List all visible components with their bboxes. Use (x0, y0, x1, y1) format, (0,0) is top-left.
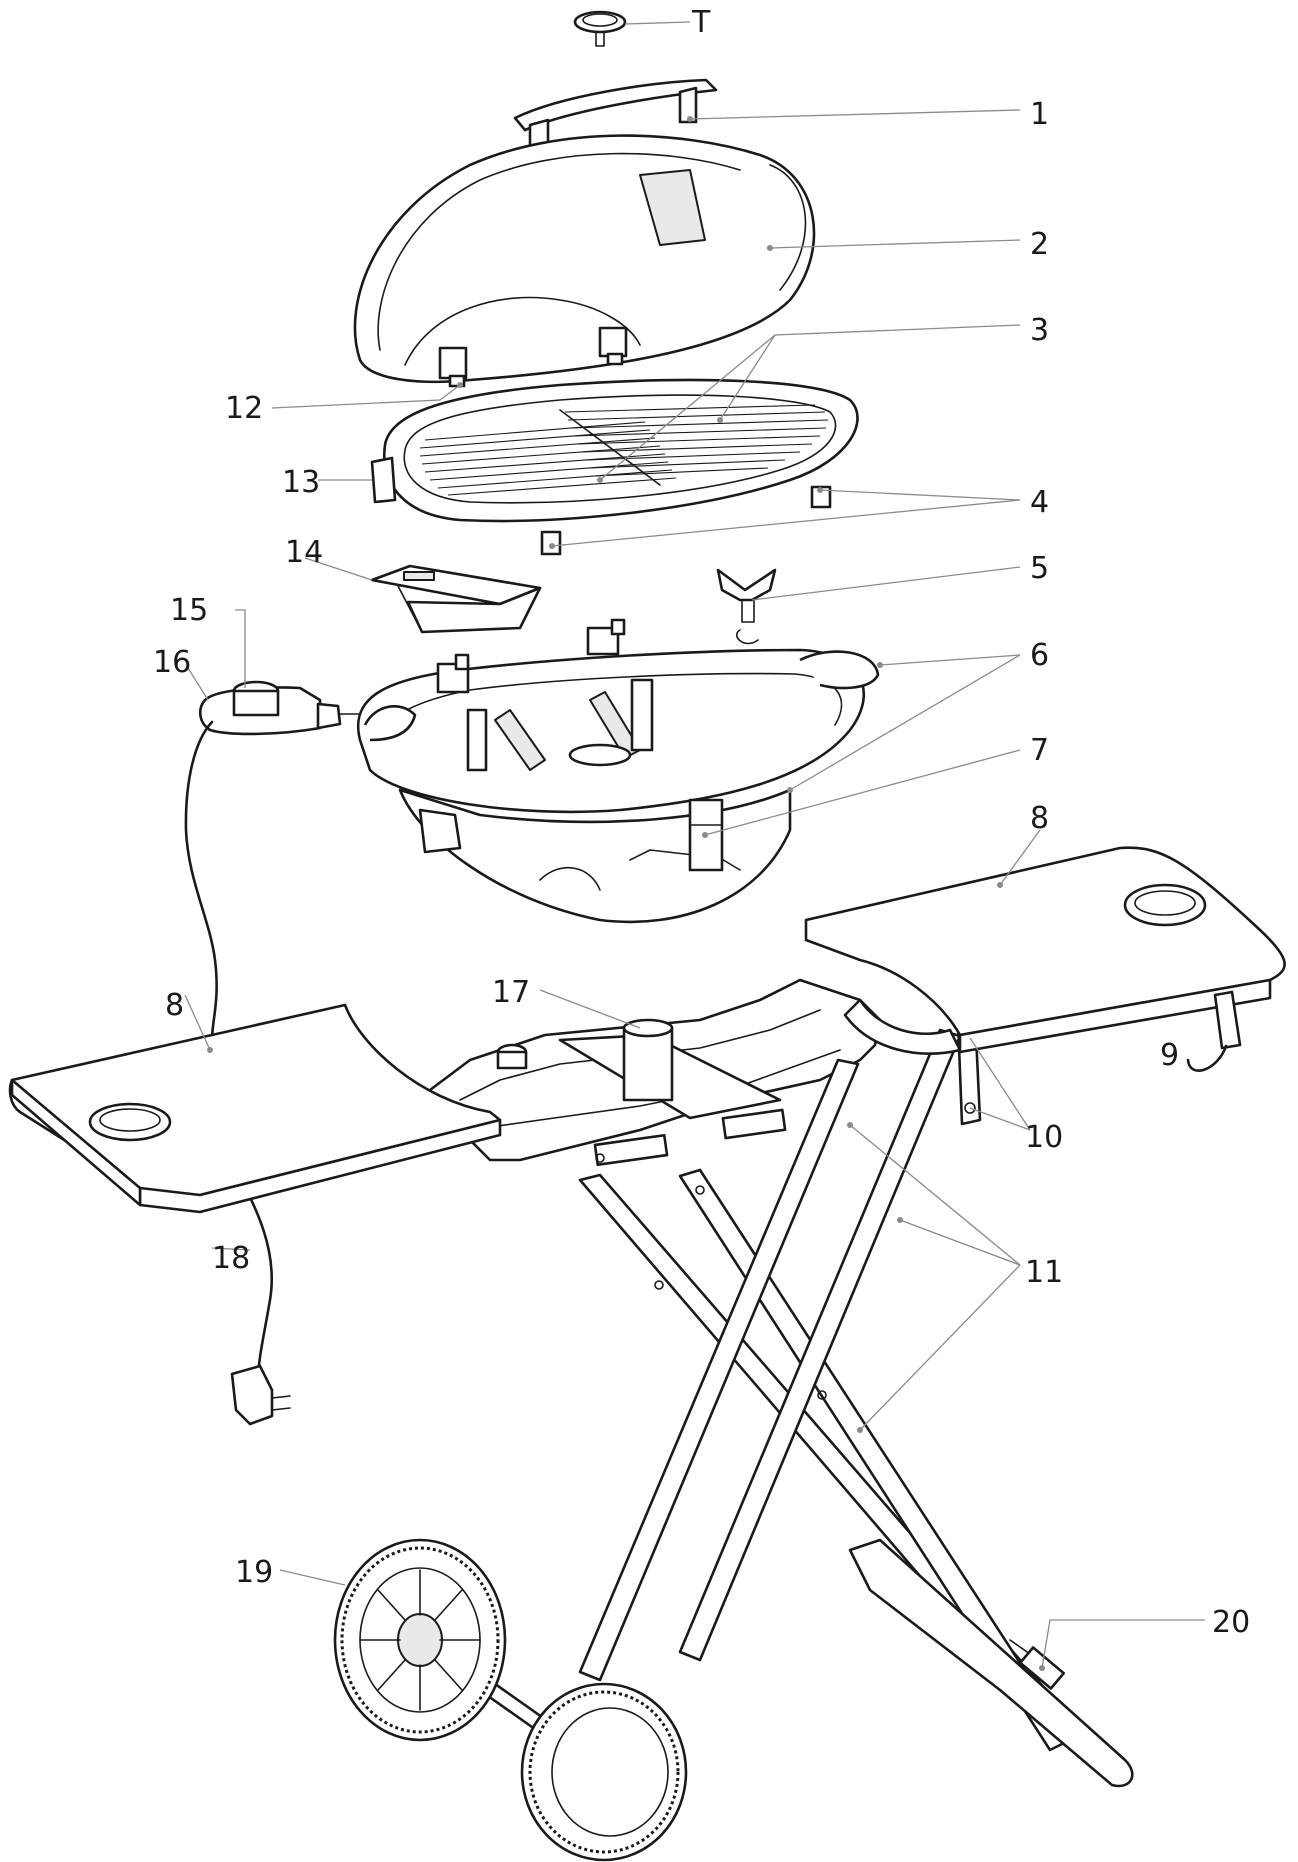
callout-20: 20 (1212, 1605, 1250, 1640)
callout-12: 12 (225, 391, 263, 426)
wing-nut-part (716, 568, 777, 645)
grease-tray-part (370, 564, 542, 634)
callout-18: 18 (212, 1241, 250, 1276)
callout-4: 4 (1030, 485, 1049, 520)
callout-8-left: 8 (165, 988, 184, 1023)
callout-labels: T 1 2 3 4 5 6 7 8 8 9 10 11 12 13 14 15 … (153, 5, 1250, 1640)
callout-11: 11 (1025, 1255, 1063, 1290)
callout-19: 19 (235, 1555, 273, 1590)
callout-9: 9 (1160, 1038, 1179, 1073)
thermometer-part (573, 10, 627, 47)
callout-7: 7 (1030, 733, 1049, 768)
hook-part (1186, 990, 1242, 1072)
side-shelf-right-part (804, 846, 1286, 1054)
lid-part (353, 78, 816, 388)
callout-1: 1 (1030, 97, 1049, 132)
callout-5: 5 (1030, 551, 1049, 586)
side-shelf-left-part (8, 1003, 502, 1214)
firebox-base-part (356, 618, 880, 924)
callout-3: 3 (1030, 313, 1049, 348)
callout-6: 6 (1030, 638, 1049, 673)
callout-17: 17 (492, 975, 530, 1010)
temperature-control-part (184, 680, 361, 1042)
callout-14: 14 (285, 535, 323, 570)
callout-T: T (691, 5, 711, 40)
callout-2: 2 (1030, 227, 1049, 262)
callout-8-right: 8 (1030, 801, 1049, 836)
wheel-part (333, 1538, 688, 1862)
callout-16: 16 (153, 645, 191, 680)
stand-frame-part (418, 978, 1134, 1788)
callout-13: 13 (282, 465, 320, 500)
callout-10: 10 (1025, 1120, 1063, 1155)
leader-lines (184, 21, 1205, 1671)
grill-grate-part (370, 378, 859, 556)
callout-15: 15 (170, 593, 208, 628)
